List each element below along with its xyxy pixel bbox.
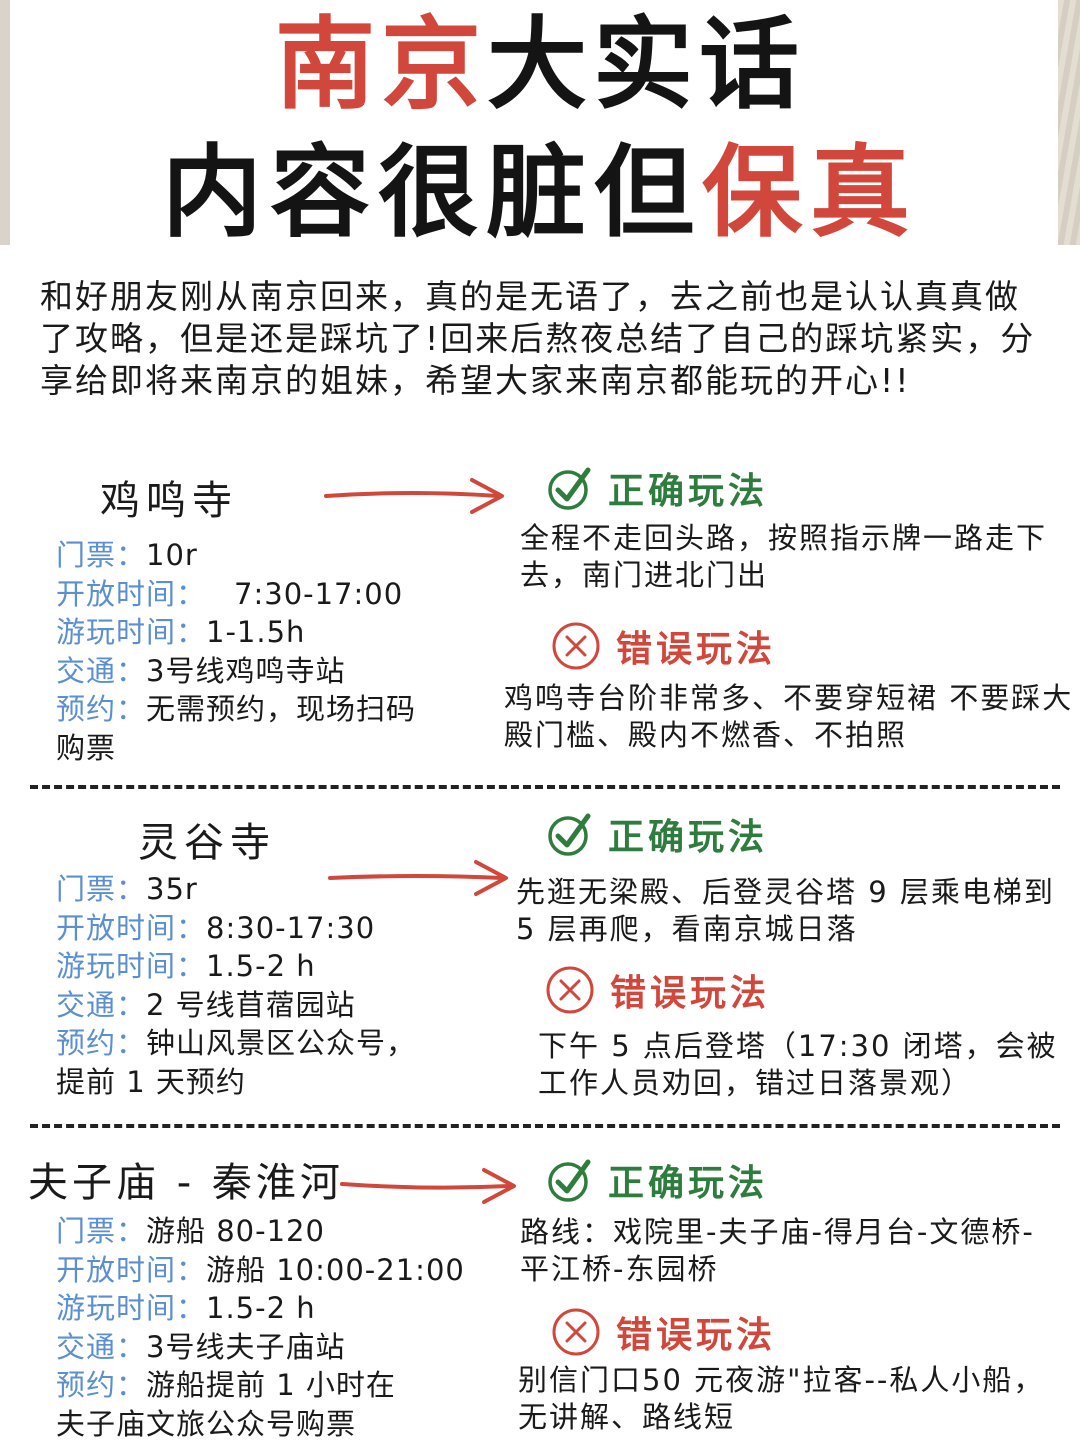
info-row-transport: 交通：3号线鸡鸣寺站 [56,652,416,691]
info-key: 开放时间： [56,910,207,945]
info-value: 7:30-17:00 [234,576,404,611]
spot-name: 灵谷寺 [138,820,276,866]
correct-way-label: 正确玩法 [608,817,769,858]
spot-info: 门票：35r 开放时间：8:30-17:30 游玩时间：1.5-2 h 交通：2… [56,870,416,1101]
info-key: 门票： [56,872,147,906]
info-key: 开放时间： [56,576,207,611]
wrong-way-label: 错误玩法 [616,629,777,670]
wrong-way-label: 错误玩法 [616,1315,777,1356]
arrow-icon [328,860,508,896]
info-key: 交通： [56,987,147,1022]
wrong-way-label: 错误玩法 [610,973,771,1014]
correct-way-text: 全程不走回头路，按照指示牌一路走下去，南门进北门出 [520,521,1048,592]
info-key: 门票： [56,538,147,572]
info-row-transport: 交通：2 号线苜蓿园站 [56,986,416,1025]
intro-paragraph: 和好朋友刚从南京回来，真的是无语了，去之前也是认认真真做了攻略，但是还是踩坑了!… [40,277,1036,400]
info-value: 35r [146,872,198,906]
spot-info: 门票：10r 开放时间： 7:30-17:00 游玩时间：1-1.5h 交通：3号… [56,536,416,767]
info-row-booking: 预约：无需预约，现场扫码 [56,690,416,729]
wrong-way-heading: 错误玩法 [550,620,776,672]
info-row-hours: 开放时间： 7:30-17:00 [56,575,416,614]
spot-name: 鸡鸣寺 [100,478,238,524]
cross-circle-icon [546,966,594,1014]
section-divider [30,1124,1060,1128]
title-red-part: 南京 [275,6,487,123]
info-row-duration: 游玩时间：1.5-2 h [56,1289,465,1328]
check-circle-icon [548,813,591,856]
info-value: 1.5-2 h [206,1291,316,1325]
info-key: 游玩时间： [56,615,207,649]
info-row-ticket: 门票：10r [56,536,416,575]
title-black-part: 大实话 [487,6,805,123]
info-value: 3号线夫子庙站 [146,1329,346,1364]
info-value: 游船 10:00-21:00 [206,1252,465,1287]
wrong-way-text: 鸡鸣寺台阶非常多、不要穿短裙 不要踩大殿门槛、殿内不燃香、不拍照 [504,681,1074,752]
wrong-way-heading: 错误玩法 [550,1306,776,1358]
info-value: 8:30-17:30 [206,910,376,945]
info-row-ticket: 门票：35r [56,870,416,909]
arrow-icon [340,1168,516,1204]
info-continuation: 夫子庙文旅公众号购票 [56,1406,357,1441]
info-row-ticket: 门票：游船 80-120 [56,1212,465,1251]
info-key: 游玩时间： [56,949,207,983]
info-key: 交通： [56,1329,147,1364]
correct-way-text: 先逛无梁殿、后登灵谷塔 9 层乘电梯到 5 层再爬，看南京城日落 [516,875,1055,946]
info-value: 3号线鸡鸣寺站 [146,653,346,688]
title-black-part: 内容很脏但 [162,134,702,251]
info-continuation: 购票 [56,730,117,765]
title-red-part: 保真 [702,134,918,251]
correct-way-label: 正确玩法 [608,1163,769,1204]
info-key: 预约： [56,692,147,726]
info-value: 1-1.5h [206,615,306,649]
info-row-duration: 游玩时间：1-1.5h [56,613,416,652]
cross-circle-icon [552,622,600,670]
spot-name: 夫子庙 - 秦淮河 [28,1160,344,1206]
info-value: 无需预约，现场扫码 [146,692,417,726]
info-row-duration: 游玩时间：1.5-2 h [56,947,416,986]
info-key: 预约： [56,1368,147,1402]
title-line-1: 南京大实话 [0,10,1080,120]
correct-way-heading: 正确玩法 [546,1154,768,1206]
info-value: 2 号线苜蓿园站 [146,987,356,1022]
info-row-booking: 预约：游船提前 1 小时在 [56,1366,465,1405]
wrong-way-heading: 错误玩法 [544,964,770,1016]
paper-edge-right [1058,0,1080,245]
info-continuation: 提前 1 天预约 [56,1064,246,1099]
info-row-booking: 预约：钟山风景区公众号， [56,1024,416,1063]
info-key: 门票： [56,1214,147,1248]
info-value: 10r [146,538,198,572]
info-value: 游船 80-120 [146,1214,325,1248]
correct-way-heading: 正确玩法 [546,808,768,860]
info-row-transport: 交通：3号线夫子庙站 [56,1328,465,1367]
info-key: 交通： [56,653,147,688]
spot-info: 门票：游船 80-120 开放时间：游船 10:00-21:00 游玩时间：1.… [56,1212,465,1443]
check-circle-icon [548,1159,591,1202]
info-key: 预约： [56,1026,147,1060]
paper-edge-left [0,0,10,245]
wrong-way-text: 下午 5 点后登塔（17:30 闭塔，会被工作人员劝回，错过日落景观） [538,1029,1058,1100]
info-key: 游玩时间： [56,1291,207,1325]
info-value: 1.5-2 h [206,949,316,983]
info-value: 游船提前 1 小时在 [146,1368,396,1402]
correct-way-heading: 正确玩法 [546,462,768,514]
title-line-2: 内容很脏但保真 [0,138,1080,248]
info-row-hours: 开放时间：游船 10:00-21:00 [56,1251,465,1290]
info-value: 钟山风景区公众号， [146,1026,417,1060]
wrong-way-text: 别信门口50 元夜游"拉客--私人小船，无讲解、路线短 [518,1363,1045,1434]
info-row-hours: 开放时间：8:30-17:30 [56,909,416,948]
correct-way-label: 正确玩法 [608,471,769,512]
section-divider [30,785,1060,789]
arrow-icon [324,478,504,514]
correct-way-text: 路线：戏院里-夫子庙-得月台-文德桥-平江桥-东园桥 [520,1215,1035,1286]
info-key: 开放时间： [56,1252,207,1287]
check-circle-icon [548,467,591,510]
cross-circle-icon [552,1308,600,1356]
